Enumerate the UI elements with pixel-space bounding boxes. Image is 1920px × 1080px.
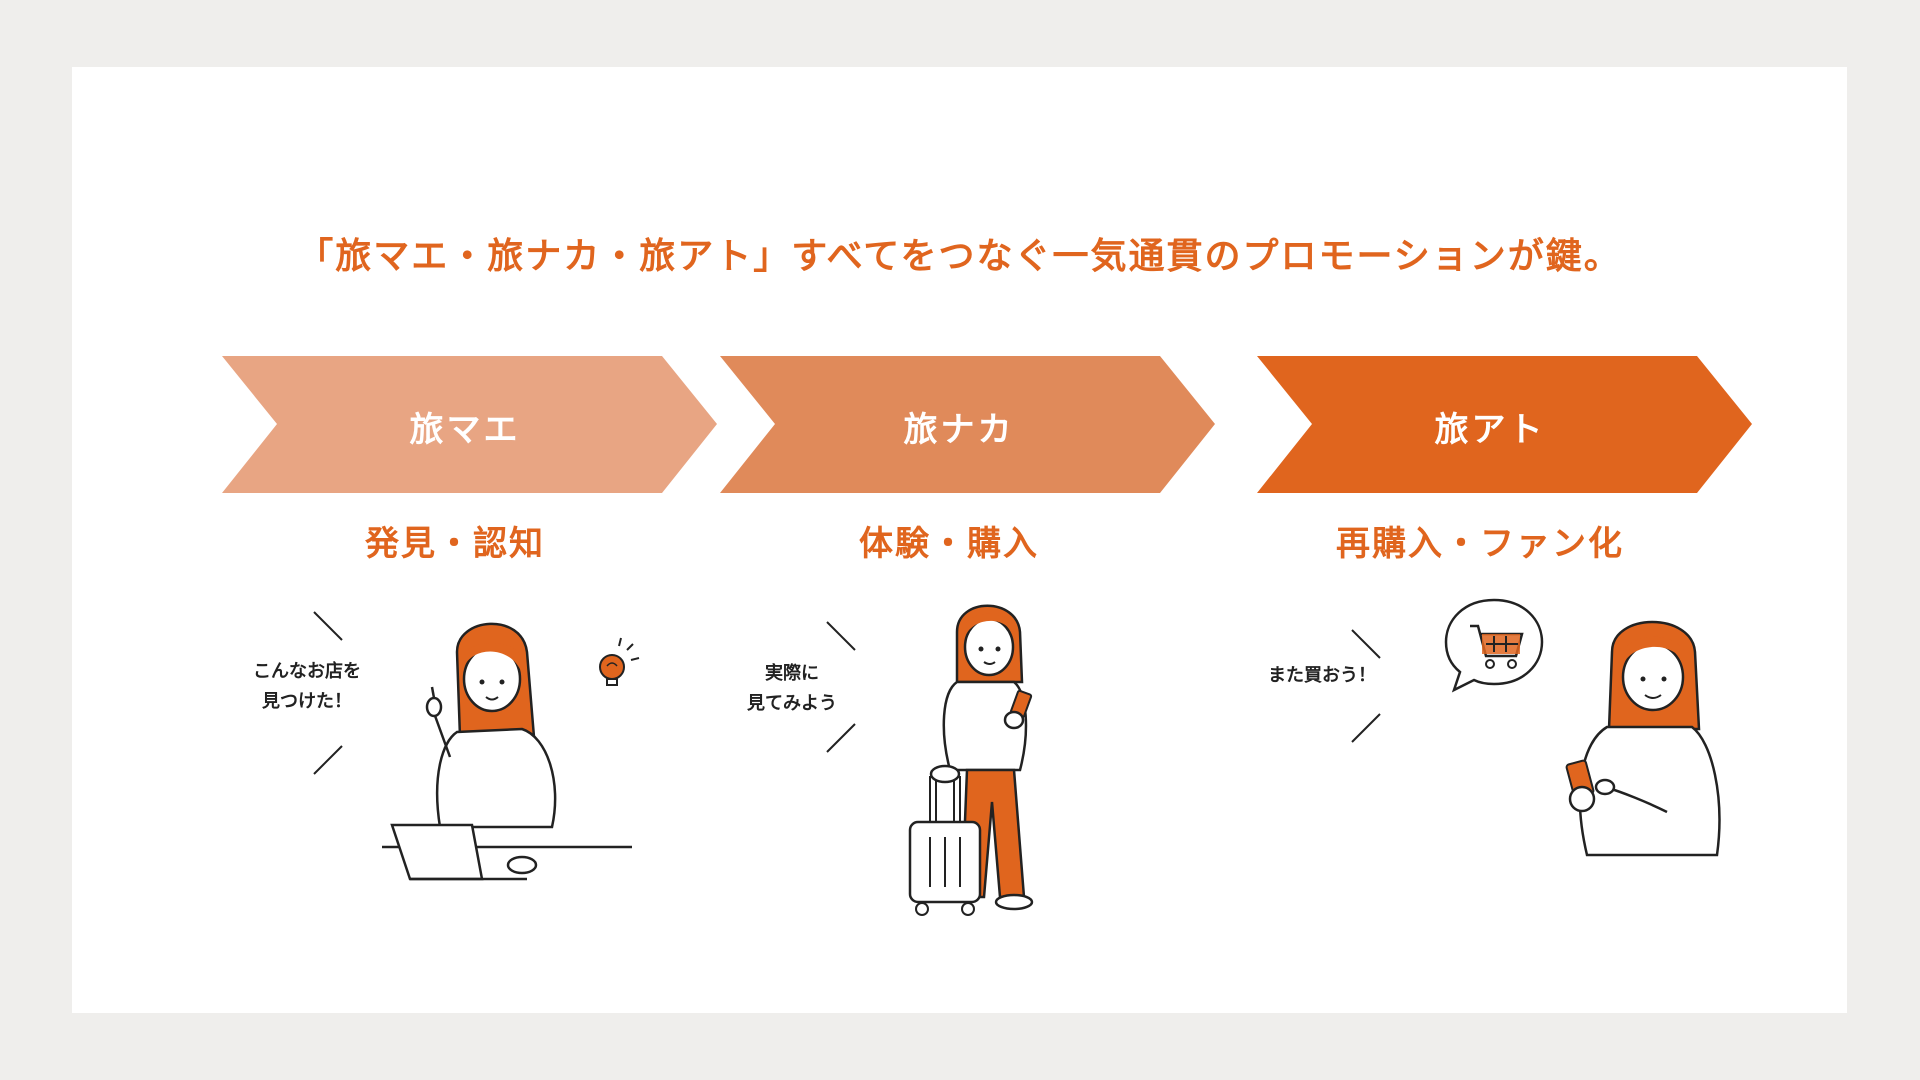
chevron-stage-3 xyxy=(1257,356,1752,493)
stage-1-speech-line-2: 見つけた！ xyxy=(262,691,352,712)
stage-2-speech-line-1: 実際に xyxy=(765,663,819,684)
woman-laptop-icon xyxy=(382,622,632,881)
stage-2-label: 旅ナカ xyxy=(903,410,1015,450)
stage-3-burst-lines-icon xyxy=(1351,629,1381,743)
chevron-stage-2 xyxy=(720,356,1215,493)
stage-1-burst-lines-icon xyxy=(313,611,343,775)
stage-3-speech: また買おう！ xyxy=(1252,661,1392,691)
shopping-cart-bubble-icon xyxy=(1444,598,1544,693)
slide-canvas: 「旅マエ・旅ナカ・旅アト」すべてをつなぐ一気通貫のプロモーションが鍵。 旅マエ … xyxy=(72,67,1847,1013)
chevron-stage-1 xyxy=(222,356,717,493)
stage-2-burst-lines-icon xyxy=(826,621,856,753)
stage-1-speech-line-1: こんなお店を xyxy=(253,661,361,682)
stage-1-speech: こんなお店を 見つけた！ xyxy=(227,657,387,717)
stage-1-title: 発見・認知 xyxy=(365,524,545,564)
stage-2-speech: 実際に 見てみよう xyxy=(732,659,852,719)
lightbulb-icon xyxy=(599,637,640,686)
stage-3-title: 再購入・ファン化 xyxy=(1336,524,1624,564)
stage-3-speech-line-1: また買おう！ xyxy=(1268,665,1376,686)
smartphone-icon xyxy=(1044,717,1045,718)
stage-2-title: 体験・購入 xyxy=(859,524,1039,564)
woman-suitcase-icon xyxy=(908,604,1034,916)
chevron-flow xyxy=(222,356,1752,493)
stage-2-speech-line-2: 見てみよう xyxy=(747,693,837,714)
woman-phone-icon xyxy=(1565,620,1721,857)
stage-3-label: 旅アト xyxy=(1434,410,1546,450)
headline: 「旅マエ・旅ナカ・旅アト」すべてをつなぐ一気通貫のプロモーションが鍵。 xyxy=(297,236,1622,277)
stage-1-label: 旅マエ xyxy=(409,410,521,450)
